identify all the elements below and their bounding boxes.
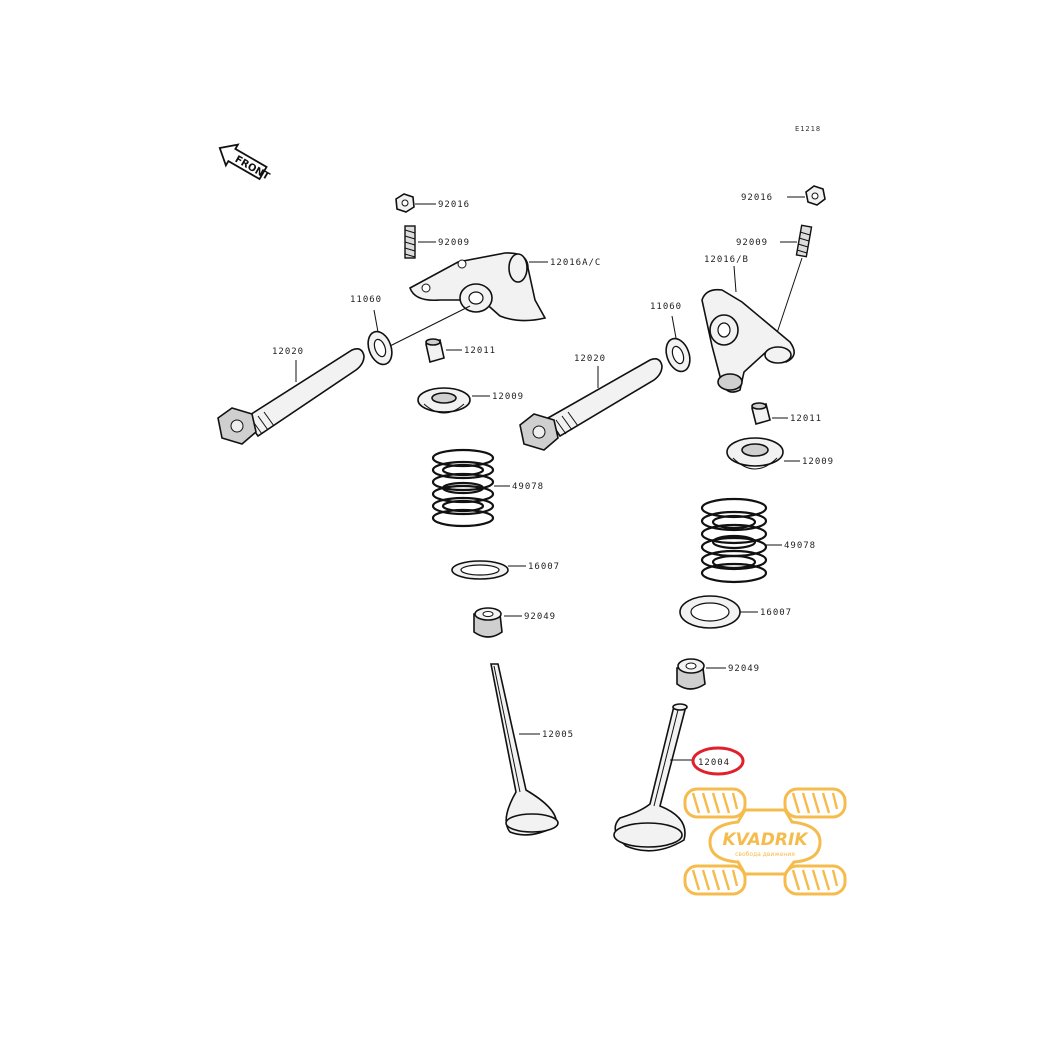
callout-rocker-right: 12016/B [704,255,749,265]
valve-right [613,703,688,852]
oil-seal-left [473,607,503,638]
front-arrow-icon: FRONT [218,143,271,183]
rocker-arm-right [701,288,795,393]
spring-seat-right [679,595,741,629]
callout-spring-left: 92009 [438,238,470,248]
oil-seal-right [676,658,706,690]
tire-icon [683,787,747,819]
callout-washer-left: 11060 [350,295,382,305]
callout-valve-right: 12004 [698,758,730,768]
callout-adjuster-left: 12011 [464,346,496,356]
watermark-tagline: свобода движения [735,851,795,858]
callout-shaft-right: 12020 [574,354,606,364]
washer-right [665,337,691,373]
retainer-left [417,387,471,414]
callout-spring-right: 92009 [736,238,768,248]
callout-nut-right: 92016 [741,193,773,203]
valve-spring-right [700,497,768,584]
callout-adjuster-right: 12011 [790,414,822,424]
tire-icon [783,864,847,896]
callout-valve-left: 12005 [542,730,574,740]
adjuster-spring-left [404,225,416,259]
diagram-code: E1218 [795,125,821,133]
adjuster-left [425,338,445,364]
callout-retainer-left: 12009 [492,392,524,402]
spring-seat-left [451,560,509,580]
callout-valve-spring-left: 49078 [512,482,544,492]
rocker-arm-left [409,252,547,322]
rocker-shaft-left [217,348,365,445]
nut-right [805,185,826,206]
adjuster-right [751,402,771,425]
highlight-ring [691,746,745,776]
washer-left [367,330,393,366]
valve-left [490,663,559,836]
callout-seal-right: 92049 [728,664,760,674]
callout-rocker-left: 12016A/C [550,258,601,268]
callout-seal-left: 92049 [524,612,556,622]
callout-seat-right: 16007 [760,608,792,618]
callout-shaft-left: 12020 [272,347,304,357]
tire-icon [683,864,747,896]
callout-washer-right: 11060 [650,302,682,312]
tire-icon [783,787,847,819]
retainer-right [726,437,784,470]
callout-nut-left: 92016 [438,200,470,210]
callout-valve-spring-right: 49078 [784,541,816,551]
chassis-outline [708,808,822,876]
adjuster-spring-right [795,224,813,258]
callout-seat-left: 16007 [528,562,560,572]
rocker-shaft-right [519,358,663,451]
nut-left [395,193,415,213]
watermark-logo: KVADRIK свобода движения [683,787,847,896]
valve-spring-left [431,448,495,528]
callout-retainer-right: 12009 [802,457,834,467]
watermark-brand: KVADRIK [722,830,809,850]
